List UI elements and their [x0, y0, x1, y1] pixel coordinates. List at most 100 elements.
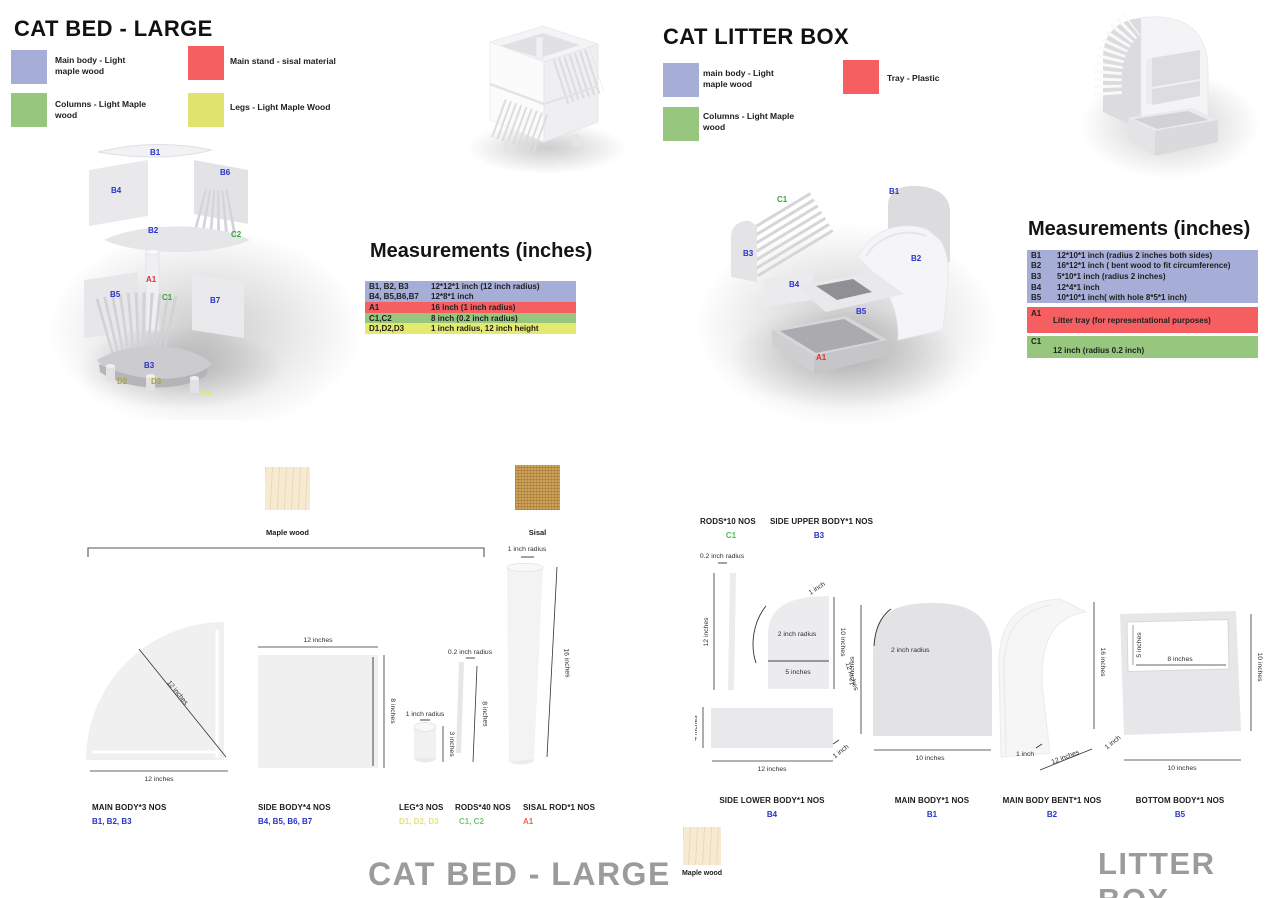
- codes-litter-main-body: B1: [926, 810, 938, 819]
- litter-part-a1-front-right: [814, 340, 888, 374]
- litter-parts-drawings: 0.2 inch radius 12 inches 2 inch radius …: [695, 553, 1263, 773]
- row-code: B5: [1031, 293, 1042, 303]
- bed-parts-drawings: 12 inches 12 inches 12 inches 8 inches 1…: [86, 546, 571, 783]
- maple-wood-label: Maple wood: [266, 528, 309, 537]
- litter-label-b3: B3: [743, 249, 754, 258]
- bed-render-upper-slats: [552, 48, 605, 104]
- bed-label-d1: D1: [201, 388, 212, 397]
- dim-sisal-radius: 1 inch radius: [508, 546, 547, 553]
- drawing-main-bent: [998, 598, 1088, 758]
- legend-swatch-tray: [843, 60, 879, 94]
- bed-part-b4-panel: [89, 160, 148, 226]
- bed-column-top: [145, 249, 160, 255]
- litter-part-a1-inner: [780, 319, 880, 353]
- caption-leg: LEG*3 NOS: [399, 803, 444, 812]
- codes-side-lower: B4: [766, 810, 778, 819]
- drawing-leg: [414, 727, 436, 758]
- litter-part-b2-bent: [857, 225, 949, 341]
- litter-label-b1: B1: [889, 187, 900, 196]
- litter-render-drawer-inner: [1134, 111, 1208, 129]
- dim-tick: [832, 739, 840, 745]
- drawing-bottom-body-hole: [1126, 618, 1230, 673]
- bed-render-column: [535, 36, 544, 60]
- bed-label-b1: B1: [150, 148, 161, 157]
- dim-leg-radius: 1 inch radius: [406, 711, 445, 718]
- bed-label-a1: A1: [146, 275, 157, 284]
- drawing-leg-top: [413, 722, 437, 732]
- litter-measurements-heading: Measurements (inches): [1028, 218, 1251, 240]
- drawing-main-bent-inner: [1003, 604, 1053, 756]
- cat-bed-title: CAT BED - LARGE: [14, 16, 213, 41]
- legend-swatch-columns: [11, 93, 47, 127]
- dim-rod-radius: 0.2 inch radius: [448, 649, 493, 656]
- litter-part-c1-rods: [734, 192, 836, 281]
- drawing-litter-rod: [728, 573, 736, 690]
- bed-watermark: CAT BED - LARGE: [368, 856, 671, 892]
- dim-main-bent-height: 16 inches: [1099, 647, 1106, 677]
- legend-label-litter-main-body: main body - Light maple wood: [703, 68, 774, 90]
- dim-main-body-bottom: 10 inches: [915, 755, 945, 762]
- bed-part-b2-shelf: [104, 226, 250, 252]
- cat-bed-exploded-view: B1 B4 B6 B2 C2 A1 B5 C1 B7 B3 D2 D3 D1: [47, 143, 360, 420]
- litter-box-title: CAT LITTER BOX: [663, 24, 850, 49]
- bed-part-c2-rods: [190, 188, 240, 246]
- row-code: A1: [369, 302, 380, 312]
- row-value: 8 inch (0.2 inch radius): [431, 313, 518, 323]
- legend-swatch-litter-main-body: [663, 63, 699, 97]
- dim-bottom-body-right: 10 inches: [1256, 652, 1263, 682]
- litter-part-b3-panel: [731, 220, 757, 282]
- dim-side-lower-thick: 1 inch: [832, 743, 851, 760]
- bed-render-shelf-right: [543, 84, 599, 106]
- row-value: 12 inch (radius 0.2 inch): [1053, 345, 1145, 355]
- row-value: 1 inch radius, 12 inch height: [431, 324, 539, 334]
- litter-table-red-block: A1 Litter tray (for representational pur…: [1027, 306, 1258, 333]
- dim-bottom-body-thick: 1 inch: [1104, 734, 1123, 751]
- legend-swatch-litter-columns: [663, 107, 699, 141]
- litter-box-render: [1080, 12, 1260, 179]
- codes-sisal-rod: A1: [523, 817, 534, 826]
- drawing-side-upper: [768, 596, 829, 689]
- drawing-sisal-rod: [507, 566, 543, 762]
- row-code: A1: [1031, 308, 1042, 318]
- bed-measurements-heading: Measurements (inches): [370, 240, 593, 262]
- row-code: B3: [1031, 271, 1042, 281]
- drawing-rod: [456, 662, 464, 753]
- sisal-label: Sisal: [528, 528, 547, 537]
- litter-label-c1: C1: [777, 195, 788, 204]
- litter-label-b4: B4: [789, 280, 800, 289]
- caption-rods: RODS*40 NOS: [455, 803, 511, 812]
- dim-side-lower-bottom: 12 inches: [757, 766, 787, 773]
- caption-litter-rods: RODS*10 NOS: [700, 517, 756, 526]
- dim-side-body-width: 12 inches: [303, 637, 333, 644]
- dim-line-radius: [138, 648, 227, 758]
- dim-arc: [752, 605, 767, 664]
- litter-label-b2: B2: [911, 254, 922, 263]
- drawing-side-lower: [711, 708, 833, 748]
- legend-label-main-body: Main body - Light maple wood: [55, 55, 126, 77]
- legend-swatch-main-stand: [188, 46, 224, 80]
- bed-part-top-disc: [97, 143, 213, 158]
- legend-label-tray: Tray - Plastic: [887, 73, 940, 83]
- bed-base-edge: [99, 364, 208, 388]
- dim-line: [1039, 748, 1093, 771]
- bed-label-c1: C1: [162, 293, 173, 302]
- dim-sisal-height: 16 inches: [562, 648, 571, 678]
- dim-side-body-height: 8 inches: [389, 698, 396, 724]
- dim-main-body-width: 12 inches: [144, 776, 174, 783]
- codes-rods: C1, C2: [459, 817, 484, 826]
- drawing-sisal-rod-top: [506, 562, 544, 573]
- litter-render-slats: [1093, 12, 1142, 97]
- dim-main-bent-depth: 12 inches: [1051, 749, 1081, 766]
- litter-maple-label: Maple wood: [681, 870, 723, 877]
- bed-render-leg-2: [572, 134, 580, 147]
- caption-side-upper: SIDE UPPER BODY*1 NOS: [770, 517, 874, 526]
- bed-label-b7: B7: [210, 296, 221, 305]
- legend-swatch-legs: [188, 93, 224, 127]
- codes-side-upper: B3: [813, 531, 825, 540]
